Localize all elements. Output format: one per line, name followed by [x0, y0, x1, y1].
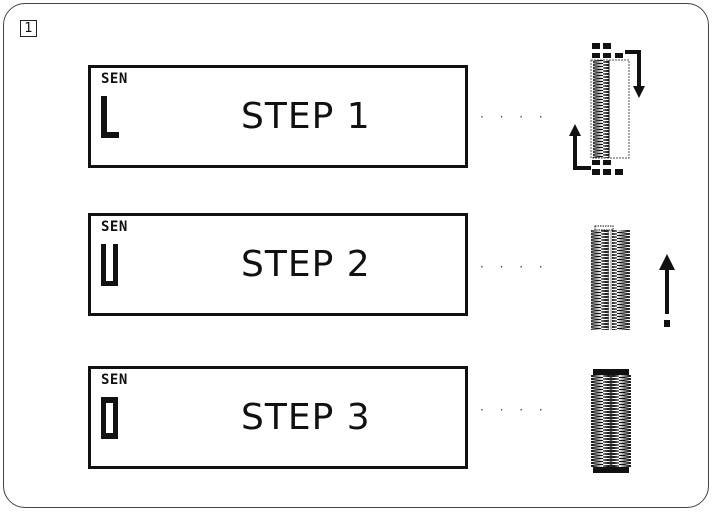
- leader-dots: · · · ·: [480, 260, 549, 274]
- mode-label: SEN: [101, 219, 128, 235]
- buttonhole-L-glyph-icon: [99, 94, 121, 142]
- step-label: STEP 1: [241, 96, 371, 137]
- buttonhole-U-glyph-icon: [99, 242, 121, 290]
- leader-dots: · · · ·: [480, 403, 549, 417]
- step-label: STEP 2: [241, 244, 371, 285]
- buttonhole-O-glyph-icon: [99, 395, 121, 443]
- lcd-display-step-3: SEN STEP 3: [88, 366, 468, 469]
- buttonhole-step-3-diagram-icon: [587, 367, 637, 475]
- buttonhole-step-2-diagram-icon: [585, 222, 685, 334]
- buttonhole-step-1-diagram-icon: [555, 38, 665, 178]
- leader-dots: · · · ·: [480, 110, 549, 124]
- step-label: STEP 3: [241, 397, 371, 438]
- panel-number: 1: [20, 20, 37, 37]
- mode-label: SEN: [101, 71, 128, 87]
- lcd-display-step-2: SEN STEP 2: [88, 213, 468, 316]
- mode-label: SEN: [101, 372, 128, 388]
- lcd-display-step-1: SEN STEP 1: [88, 65, 468, 168]
